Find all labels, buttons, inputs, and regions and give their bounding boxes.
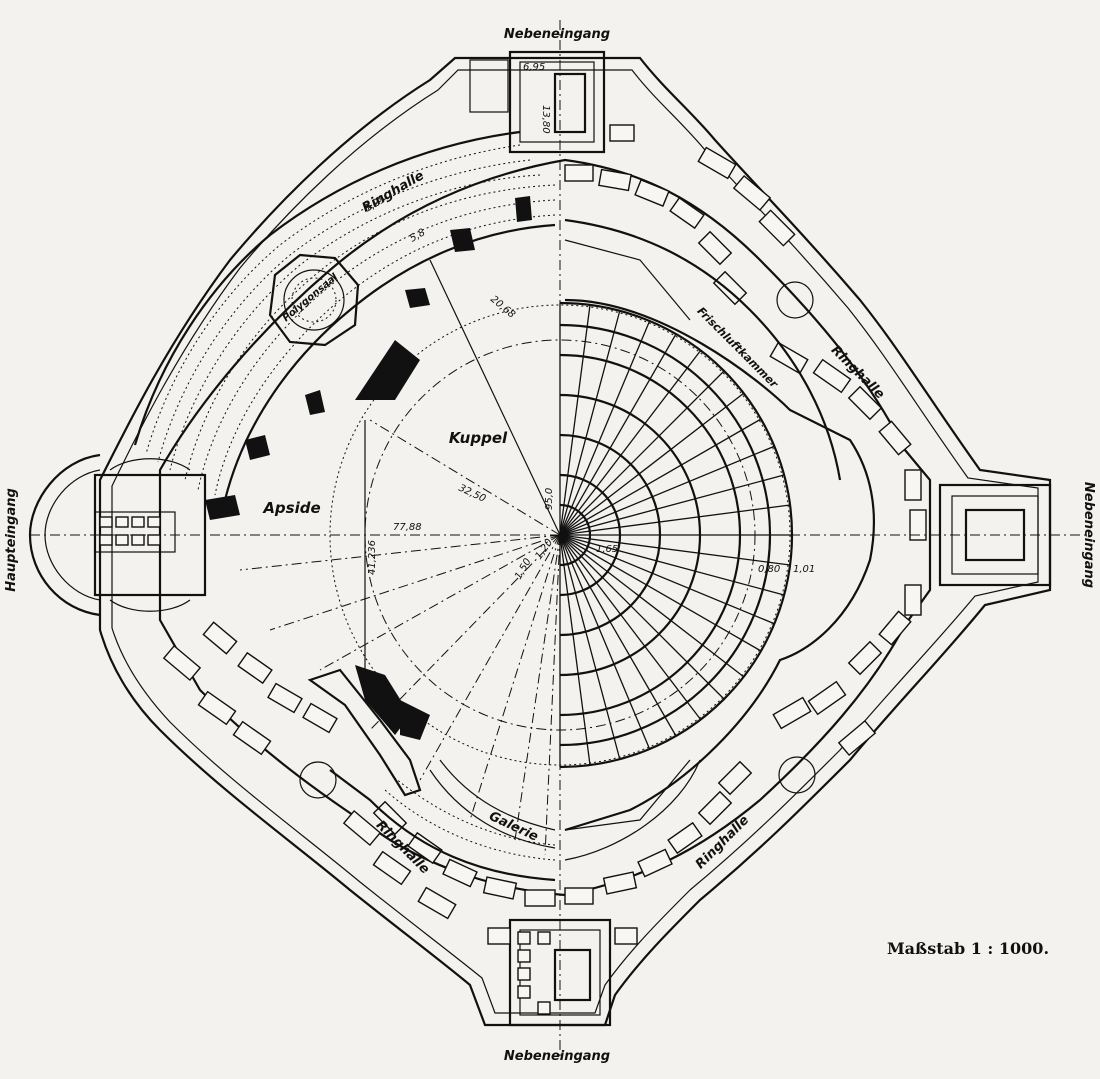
left-half-rows xyxy=(133,130,556,882)
polygon-hall xyxy=(268,253,360,347)
gallery-stairs xyxy=(307,668,556,849)
label-side-entrance-top: Nebeneingang xyxy=(504,27,610,42)
label-main-entrance: Haupteingang xyxy=(4,488,19,592)
label-dome: Kuppel xyxy=(449,429,508,447)
dim-1-50: 1,50 xyxy=(513,557,534,582)
dim-1-20: 1,20 xyxy=(533,537,555,562)
ring-hall-benches xyxy=(162,124,927,945)
dim-41-236: 41,236 xyxy=(367,540,378,575)
dim-32-50: 32,50 xyxy=(457,483,488,505)
top-entrance-block xyxy=(508,50,606,154)
dim-13-80: 13,80 xyxy=(540,105,551,134)
dim-20-68: 20,68 xyxy=(488,294,517,321)
dim-77-88: 77,88 xyxy=(393,522,422,533)
dim-1-01: 1,01 xyxy=(793,564,815,575)
dim-95-0: 95,0 xyxy=(544,488,555,510)
dim-6-95: 6,95 xyxy=(523,62,545,73)
dimension-labels: 6,95 13,80 20,68 32,50 77,88 41,236 95,0… xyxy=(363,62,815,582)
dome-structure xyxy=(559,218,876,861)
label-gallery: Galerie xyxy=(487,809,541,845)
scale-label: Maßstab 1 : 1000. xyxy=(887,939,1049,958)
main-entrance-seats xyxy=(99,516,161,546)
label-side-entrance-right: Nebeneingang xyxy=(1081,482,1096,588)
label-polygon-hall: Polygonsaal xyxy=(281,272,341,325)
ring-hall-columns xyxy=(299,281,816,799)
dim-1-25: 1,25 xyxy=(363,194,388,215)
dome-piers xyxy=(205,196,532,740)
label-side-entrance-bottom: Nebeneingang xyxy=(504,1049,610,1064)
label-apse: Apside xyxy=(262,499,320,517)
bottom-entrance-piers xyxy=(517,931,551,1015)
dome-radial-ribs xyxy=(559,303,792,767)
dim-1-65: 1,65 xyxy=(596,544,618,555)
dim-5-8: 5,8 xyxy=(408,227,427,244)
dim-0-80: 0,80 xyxy=(758,564,780,575)
